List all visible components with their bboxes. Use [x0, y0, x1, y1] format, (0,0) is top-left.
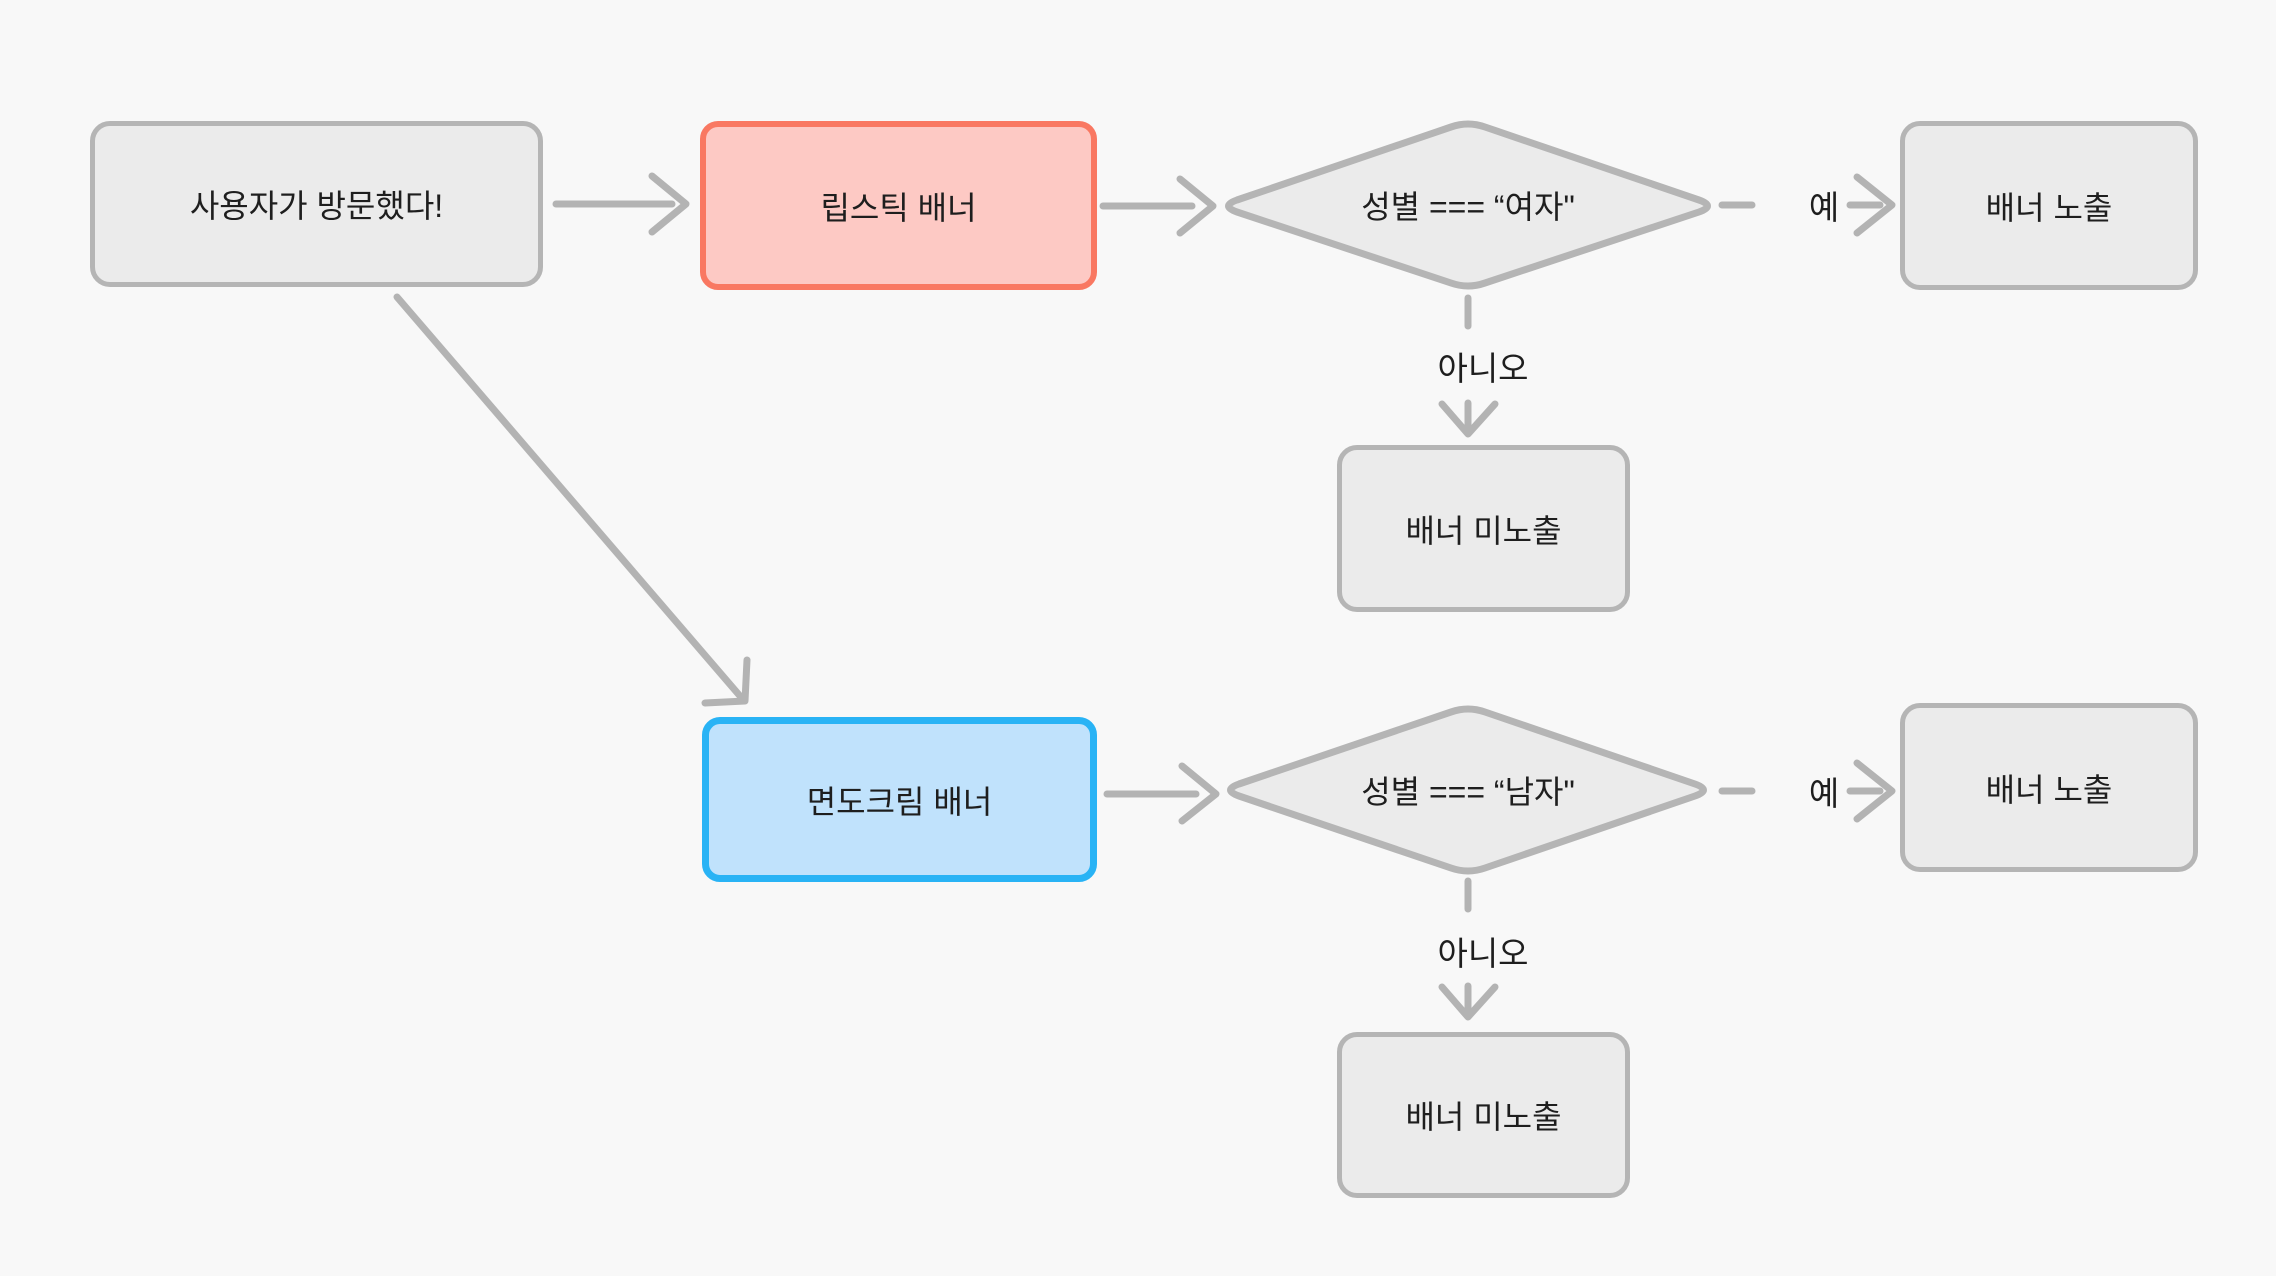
arrow-male-yes-to-shown [1718, 759, 1896, 823]
node-shaving-banner: 면도크림 배너 [702, 717, 1097, 882]
node-banner-hidden-2-label: 배너 미노출 [1405, 1099, 1562, 1135]
edge-label-no-2: 아니오 [1437, 935, 1529, 972]
arrow-start-to-lipstick [552, 172, 690, 236]
arrow-lipstick-to-female-check [1099, 175, 1217, 237]
node-banner-shown-1: 배너 노출 [1900, 121, 2198, 290]
node-banner-shown-2: 배너 노출 [1900, 703, 2198, 872]
decision-diamond-female [1225, 120, 1711, 290]
edge-label-no-1: 아니오 [1437, 350, 1529, 387]
edge-label-yes-2: 예 [1808, 775, 1840, 812]
node-lipstick-banner: 립스틱 배너 [700, 121, 1097, 290]
node-banner-hidden-2: 배너 미노출 [1337, 1032, 1630, 1198]
decision-diamond-male [1227, 705, 1707, 875]
node-banner-shown-2-label: 배너 노출 [1985, 771, 2113, 808]
node-shaving-banner-label: 면도크림 배너 [806, 783, 993, 820]
node-banner-hidden-1: 배너 미노출 [1337, 445, 1630, 612]
decision-female-label: 성별 === “여자" [1361, 189, 1575, 225]
arrow-female-yes-to-shown [1718, 173, 1896, 237]
node-banner-shown-1-label: 배너 노출 [1985, 189, 2113, 226]
arrow-shaving-to-male-check [1103, 762, 1220, 825]
node-lipstick-banner-label: 립스틱 배너 [820, 189, 977, 226]
node-start: 사용자가 방문했다! [90, 121, 543, 287]
edge-label-yes-1: 예 [1808, 189, 1840, 226]
arrow-female-no-to-hidden [1438, 294, 1499, 438]
node-start-label: 사용자가 방문했다! [189, 188, 444, 224]
decision-male-label: 성별 === “남자" [1361, 774, 1575, 810]
arrow-male-no-to-hidden [1438, 877, 1499, 1021]
node-banner-hidden-1-label: 배너 미노출 [1405, 512, 1562, 549]
arrow-start-to-shaving [393, 293, 751, 707]
